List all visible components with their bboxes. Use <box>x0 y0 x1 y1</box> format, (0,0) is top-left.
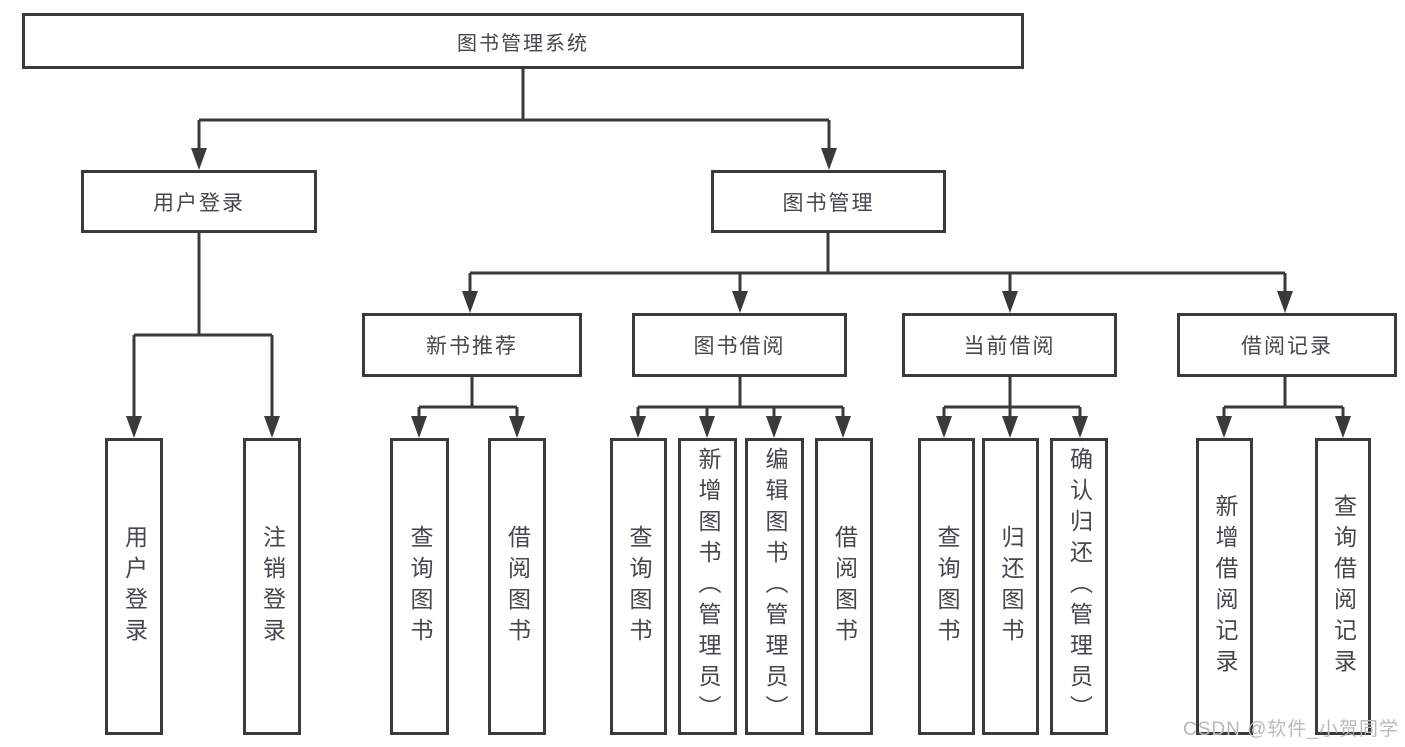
node-leaf-query-book-1: 查询图书 <box>390 438 449 735</box>
node-system-root: 图书管理系统 <box>22 13 1024 69</box>
node-label: 归还图书 <box>998 524 1024 649</box>
node-leaf-return-book: 归还图书 <box>982 438 1039 735</box>
node-label: 新增借阅记录 <box>1212 493 1238 680</box>
arrowheads <box>126 148 1351 438</box>
node-leaf-borrow-book-1: 借阅图书 <box>488 438 546 735</box>
node-label: 图书管理系统 <box>457 32 589 55</box>
node-label: 注销登录 <box>259 524 286 649</box>
node-label: 图书借阅 <box>693 335 786 358</box>
node-leaf-query-borrow-record: 查询借阅记录 <box>1315 438 1371 735</box>
node-leaf-query-book-2: 查询图书 <box>610 438 667 735</box>
node-leaf-add-borrow-record: 新增借阅记录 <box>1196 438 1253 735</box>
node-label: 新增图书（管理员） <box>695 447 721 726</box>
node-label: 用户登录 <box>121 524 148 649</box>
node-label: 当前借阅 <box>963 335 1056 358</box>
node-leaf-add-book-admin: 新增图书（管理员） <box>678 438 737 735</box>
node-label: 图书管理 <box>782 191 875 215</box>
node-leaf-confirm-return-admin: 确认归还（管理员） <box>1050 438 1108 735</box>
node-book-management: 图书管理 <box>711 170 946 233</box>
node-label: 查询图书 <box>407 524 433 649</box>
node-label: 借阅记录 <box>1241 335 1333 358</box>
node-book-borrow: 图书借阅 <box>632 313 847 377</box>
node-label: 借阅图书 <box>504 524 531 649</box>
node-label: 编辑图书（管理员） <box>762 447 788 726</box>
node-label: 用户登录 <box>153 191 245 215</box>
node-leaf-edit-book-admin: 编辑图书（管理员） <box>745 438 804 735</box>
node-label: 新书推荐 <box>426 335 518 358</box>
node-label: 借阅图书 <box>831 524 858 649</box>
node-leaf-user-login: 用户登录 <box>105 438 163 735</box>
node-label: 确认归还（管理员） <box>1066 447 1093 726</box>
node-new-book-recommend: 新书推荐 <box>362 313 582 377</box>
node-leaf-logout: 注销登录 <box>243 438 301 735</box>
node-label: 查询借阅记录 <box>1330 493 1357 680</box>
node-user-login: 用户登录 <box>81 170 317 233</box>
node-label: 查询图书 <box>626 524 652 649</box>
node-label: 查询图书 <box>934 524 960 649</box>
node-leaf-borrow-book-2: 借阅图书 <box>815 438 873 735</box>
watermark: CSDN @软件_小贺同学 <box>1183 719 1399 740</box>
node-leaf-query-book-3: 查询图书 <box>918 438 975 735</box>
node-current-borrow: 当前借阅 <box>902 313 1117 377</box>
edge-lines <box>132 69 1345 418</box>
node-borrow-record: 借阅记录 <box>1177 313 1397 377</box>
